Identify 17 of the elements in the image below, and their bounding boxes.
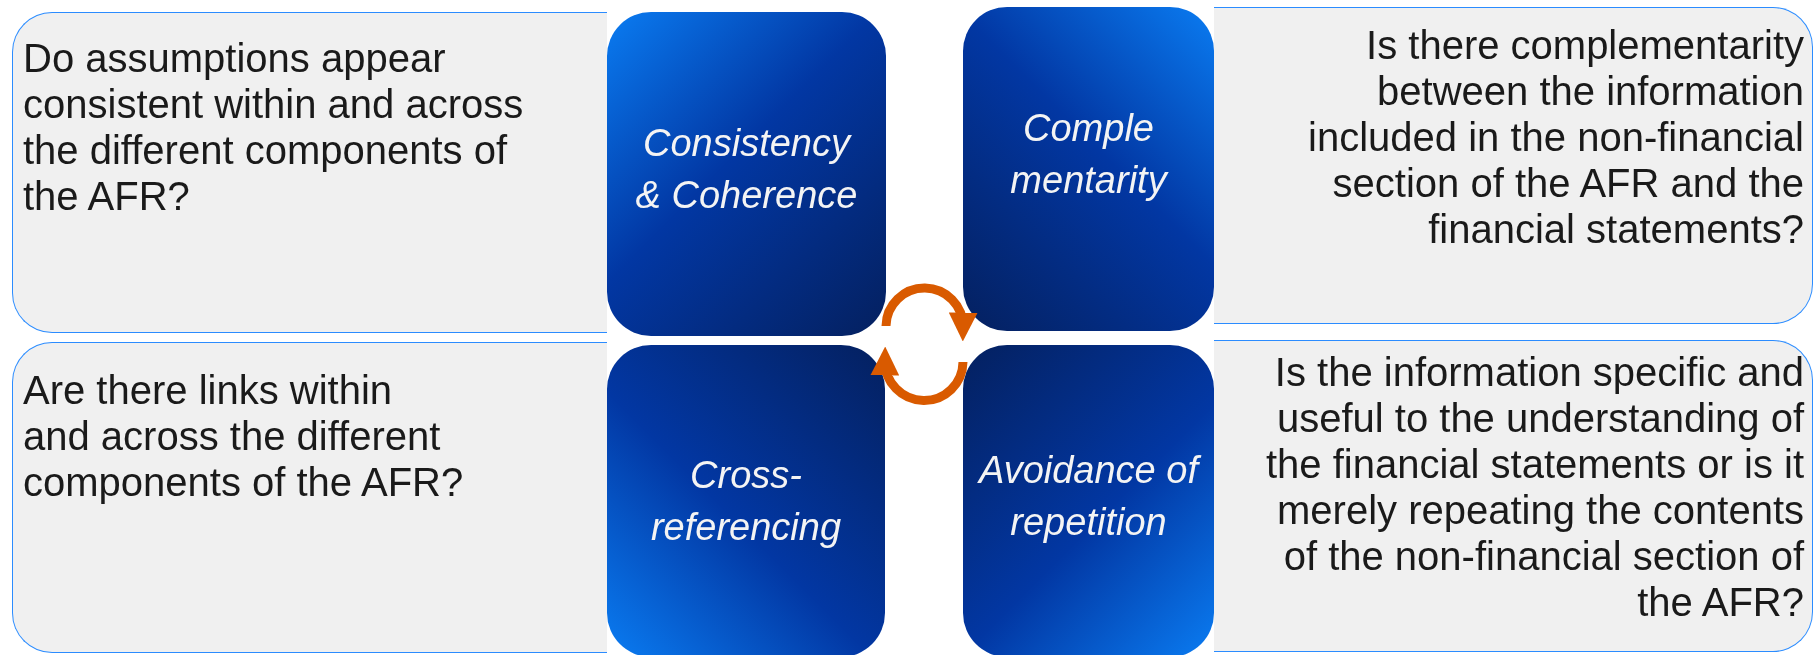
question-text: Is the information specific and useful to the understanding of the financial statements or is it merely repeating the contents of the non-financial section of the AFR? bbox=[1264, 349, 1804, 625]
principle-tile bbox=[963, 7, 1214, 331]
principle-title: Cross- referencing bbox=[649, 453, 843, 550]
question-panel bbox=[12, 342, 607, 653]
question-text: Is there complementarity between the information included in the non-financial section of the AFR and the financial statements? bbox=[1307, 22, 1804, 252]
cycle-arrow bbox=[881, 283, 977, 342]
question-text: Do assumptions appear consistent within and across the different components of the AFR? bbox=[23, 35, 525, 219]
principle-title: Consistency & Coherence bbox=[634, 121, 859, 218]
question-panel bbox=[1214, 340, 1813, 652]
principle-tile bbox=[607, 345, 885, 655]
cycle-arrow bbox=[871, 346, 968, 405]
question-text: Are there links within and across the different components of the AFR? bbox=[23, 367, 465, 505]
principle-title: Comple mentarity bbox=[1009, 106, 1170, 203]
principle-tile bbox=[607, 12, 886, 336]
question-panel bbox=[1214, 7, 1813, 324]
question-panel bbox=[12, 12, 607, 333]
principle-tile bbox=[963, 345, 1214, 655]
